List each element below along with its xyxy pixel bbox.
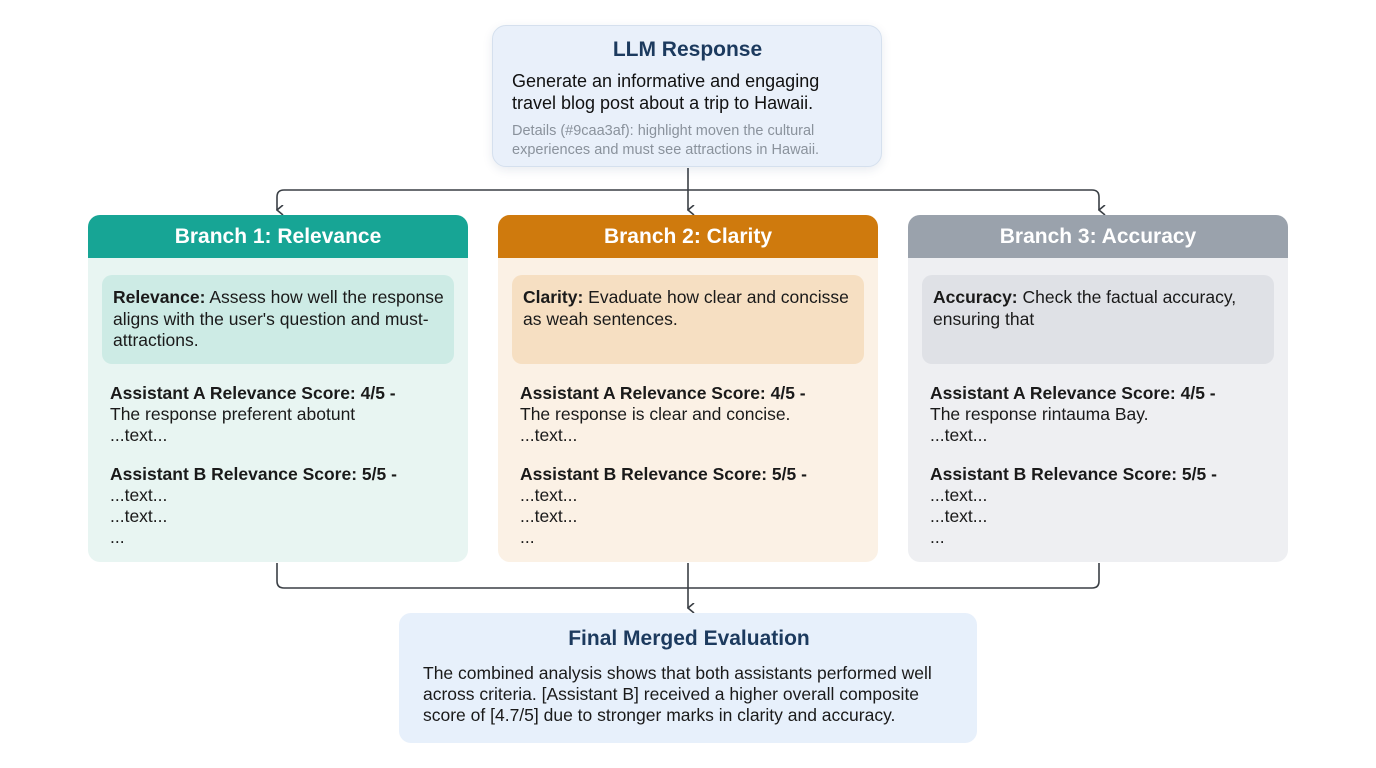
score-text-line: ...text... <box>930 506 988 526</box>
assistant-b-score-block: Assistant B Relevance Score: 5/5 - ...te… <box>930 464 1272 548</box>
score-text-line: The response is clear and concise. <box>520 404 791 424</box>
criterion-text: Assess how well the response aligns with… <box>113 287 444 350</box>
score-text-line: ...text... <box>110 485 168 505</box>
branch-accuracy-criterion: Accuracy: Check the factual accuracy, en… <box>922 275 1274 364</box>
assistant-a-score-heading: Assistant A Relevance Score: 4/5 - <box>930 383 1216 403</box>
score-text-line: ... <box>520 527 535 547</box>
score-text-line: ... <box>110 527 125 547</box>
llm-response-details: Details (#9caa3af): highlight moven the … <box>512 123 820 158</box>
final-evaluation-box: Final Merged Evaluation The combined ana… <box>399 613 977 743</box>
branch-clarity-criterion: Clarity: Evaduate how clear and concisse… <box>512 275 864 364</box>
score-text-line: ...text... <box>520 506 578 526</box>
branch-clarity-scores: Assistant A Relevance Score: 4/5 - The r… <box>520 383 862 548</box>
final-evaluation-title: Final Merged Evaluation <box>568 627 810 650</box>
branch-accuracy-header: Branch 3: Accuracy <box>908 215 1288 258</box>
branch-accuracy-scores: Assistant A Relevance Score: 4/5 - The r… <box>930 383 1272 548</box>
criterion-text: Check the factual accuracy, ensuring tha… <box>933 287 1237 329</box>
llm-response-title: LLM Response <box>612 38 763 61</box>
llm-response-prompt: Generate an informative and engaging tra… <box>512 71 820 113</box>
score-text-line: ...text... <box>930 485 988 505</box>
score-text-line: The response preferent abotunt <box>110 404 356 424</box>
criterion-label: Accuracy: <box>933 287 1018 307</box>
score-text-line: ...text... <box>110 425 168 445</box>
score-text-line: ...text... <box>520 425 578 445</box>
final-evaluation-text: The combined analysis shows that both as… <box>423 663 932 725</box>
score-text-line: The response rintauma Bay. <box>930 404 1149 424</box>
assistant-b-score-heading: Assistant B Relevance Score: 5/5 - <box>520 464 807 484</box>
merge-line <box>276 563 1100 589</box>
fork-right-line <box>688 189 1099 210</box>
branch-accuracy-panel: Branch 3: Accuracy Accuracy: Check the f… <box>908 215 1288 562</box>
branch-relevance-header: Branch 1: Relevance <box>88 215 468 258</box>
branch-relevance-criterion: Relevance: Assess how well the response … <box>102 275 454 364</box>
assistant-a-score-block: Assistant A Relevance Score: 4/5 - The r… <box>520 383 862 446</box>
branch-clarity-header: Branch 2: Clarity <box>498 215 878 258</box>
llm-response-box: LLM Response Generate an informative and… <box>492 25 882 167</box>
score-text-line: ...text... <box>930 425 988 445</box>
assistant-a-score-block: Assistant A Relevance Score: 4/5 - The r… <box>930 383 1272 446</box>
assistant-b-score-block: Assistant B Relevance Score: 5/5 - ...te… <box>110 464 452 548</box>
assistant-a-score-heading: Assistant A Relevance Score: 4/5 - <box>110 383 396 403</box>
criterion-text: Evaduate how clear and concisse as weah … <box>523 287 849 329</box>
branch-relevance-scores: Assistant A Relevance Score: 4/5 - The r… <box>110 383 452 548</box>
assistant-a-score-block: Assistant A Relevance Score: 4/5 - The r… <box>110 383 452 446</box>
fork-left-line <box>277 189 688 210</box>
score-text-line: ...text... <box>110 506 168 526</box>
assistant-b-score-block: Assistant B Relevance Score: 5/5 - ...te… <box>520 464 862 548</box>
assistant-a-score-heading: Assistant A Relevance Score: 4/5 - <box>520 383 806 403</box>
score-text-line: ... <box>930 527 945 547</box>
criterion-label: Clarity: <box>523 287 584 307</box>
assistant-b-score-heading: Assistant B Relevance Score: 5/5 - <box>110 464 397 484</box>
branch-clarity-panel: Branch 2: Clarity Clarity: Evaduate how … <box>498 215 878 562</box>
criterion-label: Relevance: <box>113 287 206 307</box>
score-text-line: ...text... <box>520 485 578 505</box>
branch-relevance-panel: Branch 1: Relevance Relevance: Assess ho… <box>88 215 468 562</box>
assistant-b-score-heading: Assistant B Relevance Score: 5/5 - <box>930 464 1217 484</box>
